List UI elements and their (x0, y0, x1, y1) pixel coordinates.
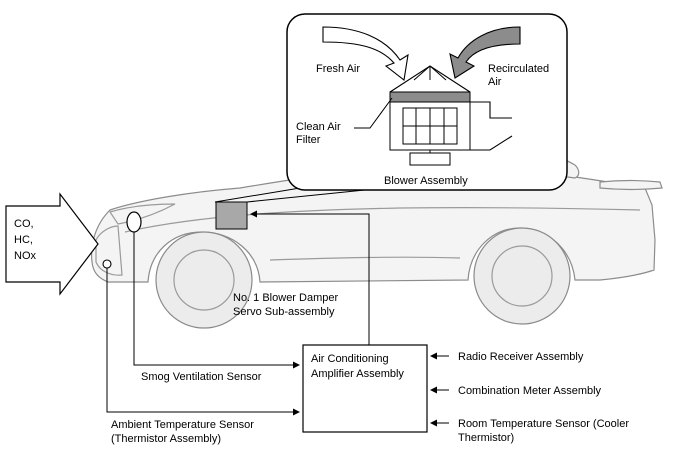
wire-amplifier-to-damper (250, 210, 370, 345)
pollutant-nox-label: NOx (14, 250, 37, 262)
clean-air-filter-label-2: Filter (296, 134, 321, 146)
front-wheel (155, 231, 253, 329)
damper-servo-label: No. 1 Blower Damper (233, 292, 338, 304)
fresh-air-label: Fresh Air (316, 63, 360, 75)
filter-leader-line (354, 97, 393, 129)
room-temp-sensor-label: Room Temperature Sensor (Cooler (458, 418, 629, 430)
damper-servo-marker (215, 201, 248, 230)
blower-inset: Fresh Air Recirculated Air Clean Air Fil… (214, 13, 568, 203)
radio-receiver-label: Radio Receiver Assembly (458, 351, 584, 363)
smog-sensor-label: Smog Ventilation Sensor (141, 371, 262, 383)
ambient-sensor-label-2: (Thermistor Assembly) (111, 433, 221, 445)
combination-meter-label: Combination Meter Assembly (458, 385, 602, 397)
recirculated-air-label-2: Air (488, 76, 502, 88)
blower-assembly-label: Blower Assembly (384, 175, 468, 187)
ambient-sensor-marker (102, 259, 112, 269)
recirculated-air-label: Recirculated (488, 63, 549, 75)
rear-wheel (473, 227, 571, 325)
smog-sensor-marker (126, 211, 142, 233)
blower-fan-icon (402, 107, 458, 145)
pollutant-co-label: CO, (14, 218, 34, 230)
car-illustration (90, 137, 663, 329)
wire-smog-sensor (133, 232, 300, 369)
amplifier-box (302, 344, 428, 433)
car-side-crease (124, 207, 641, 233)
duct-upper (470, 101, 512, 119)
fresh-air-arrow (322, 26, 409, 82)
car-lower-crease (269, 256, 461, 261)
ambient-sensor-label: Ambient Temperature Sensor (111, 419, 254, 431)
front-wheel-rim (173, 249, 235, 311)
amplifier-label: Air Conditioning (311, 353, 389, 365)
amplifier-label-2: Amplifier Assembly (311, 368, 404, 380)
pollutant-arrow: CO, HC, NOx (5, 192, 99, 296)
wire-ambient-sensor (106, 268, 300, 416)
clean-air-filter-label: Clean Air (296, 121, 341, 133)
damper-servo-label-2: Servo Sub-assembly (233, 306, 335, 318)
car-spoiler (599, 179, 663, 191)
clean-air-filter (389, 91, 471, 103)
recirculated-air-arrow (449, 26, 521, 79)
rear-wheel-rim (491, 245, 553, 307)
blower-motor (409, 152, 451, 166)
room-temp-sensor-label-2: Thermistor) (458, 432, 514, 444)
inset-pointer-left (214, 187, 301, 203)
pollutant-hc-label: HC, (14, 234, 33, 246)
car-front-grille (95, 225, 123, 276)
duct-lower (470, 135, 513, 151)
